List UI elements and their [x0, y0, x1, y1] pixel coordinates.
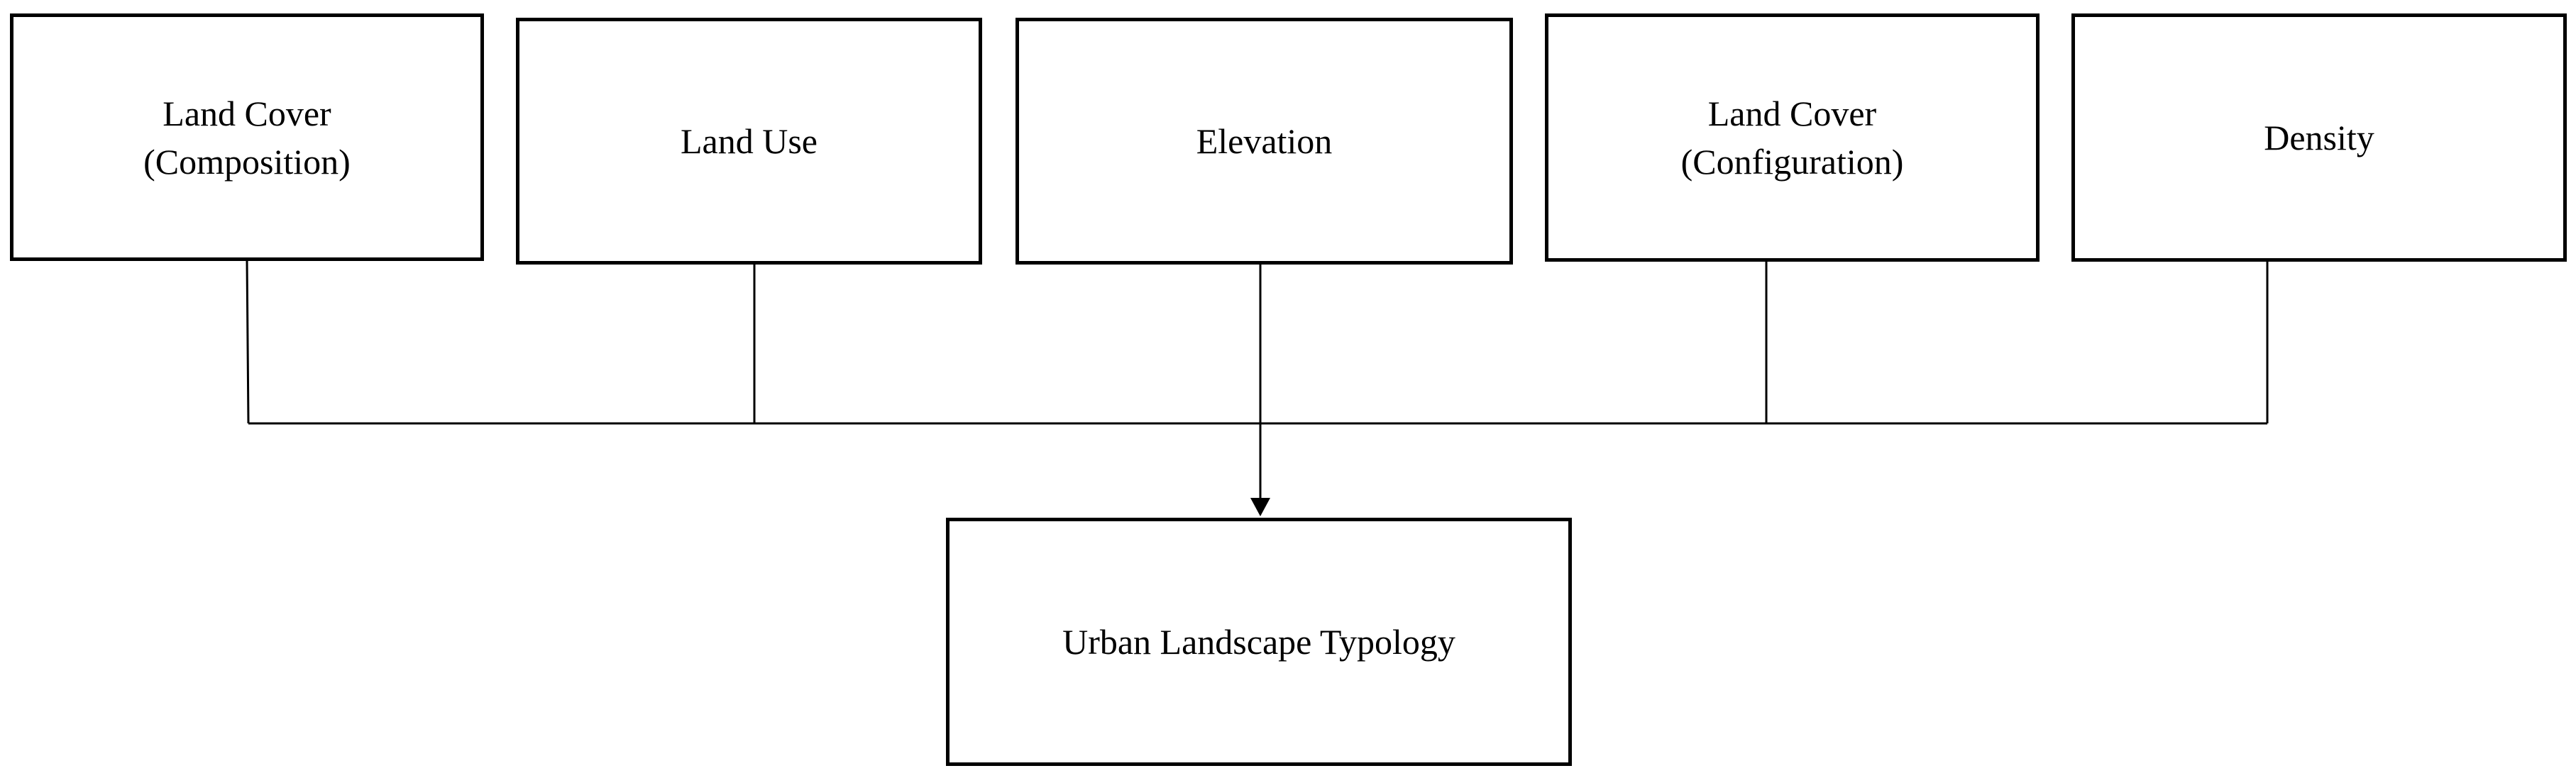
input-label-land-use: Land Use: [681, 121, 818, 161]
output-box-urban-landscape-typology: Urban Landscape Typology: [946, 518, 1572, 766]
arrowhead-icon: [1250, 498, 1270, 516]
input-label-density: Density: [2264, 118, 2374, 157]
input-label-elevation: Elevation: [1196, 121, 1333, 161]
output-label: Urban Landscape Typology: [1062, 622, 1455, 662]
input-box-density: Density: [2071, 13, 2567, 262]
input-box-land-cover-configuration: Land Cover (Configuration): [1545, 13, 2040, 262]
input-label-land-cover-composition: Land Cover (Composition): [143, 93, 351, 182]
input-label-land-cover-configuration: Land Cover (Configuration): [1680, 94, 1904, 182]
input-box-land-cover-composition: Land Cover (Composition): [10, 13, 484, 261]
input-box-elevation: Elevation: [1015, 18, 1513, 265]
input-box-land-use: Land Use: [516, 18, 982, 265]
connector-land-cover-composition: [246, 259, 250, 424]
